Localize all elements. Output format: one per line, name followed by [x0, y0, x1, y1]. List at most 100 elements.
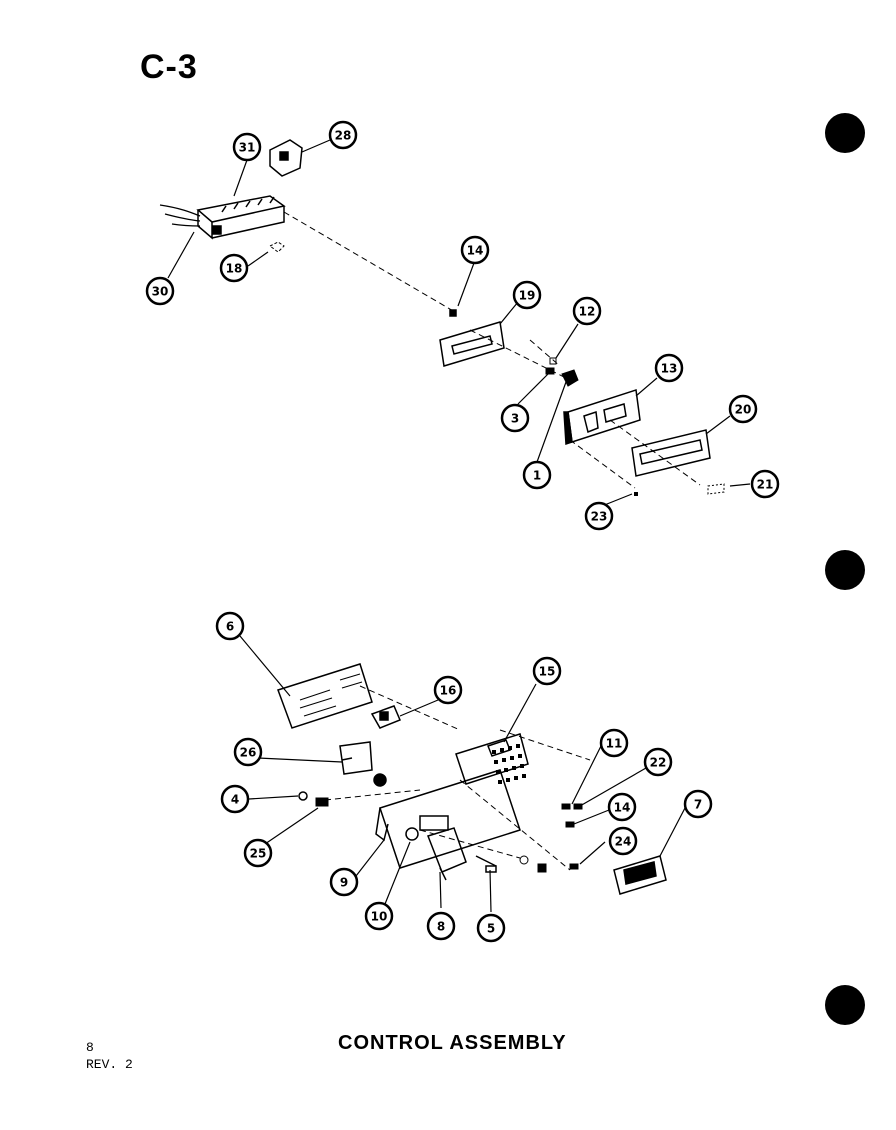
callout-number: 15: [539, 665, 556, 679]
terminal-block-part: [196, 195, 286, 240]
callout-16: 16: [433, 675, 463, 705]
wire-harness-part: [159, 204, 201, 227]
callout-number: 3: [511, 412, 519, 426]
keypad-part: [492, 744, 526, 784]
callout-14: 14: [607, 792, 637, 822]
callout-circle: [512, 280, 542, 310]
callout-21: 21: [750, 469, 780, 499]
panel-part-13: [563, 389, 641, 446]
callout-circle: [584, 501, 614, 531]
screw-part-21: [707, 483, 725, 495]
callout-8: 8: [426, 911, 456, 941]
callout-26: 26: [233, 737, 263, 767]
bracket-part-26: [339, 741, 373, 775]
label-plate-part-20: [631, 429, 711, 477]
callout-25: 25: [243, 838, 273, 868]
callout-number: 28: [335, 129, 352, 143]
callout-7: 7: [683, 789, 713, 819]
screw-part-3: [545, 357, 557, 375]
callout-11: 11: [599, 728, 629, 758]
callout-28: 28: [328, 120, 358, 150]
callout-23: 23: [584, 501, 614, 531]
callout-circle: [215, 611, 245, 641]
callout-number: 14: [467, 244, 484, 258]
callout-circle: [572, 296, 602, 326]
binder-hole-bottom: [825, 985, 865, 1025]
callout-number: 9: [340, 876, 348, 890]
relay-part-16: [370, 705, 401, 729]
callout-6: 6: [215, 611, 245, 641]
callout-circle: [233, 737, 263, 767]
nut-part: [519, 855, 547, 873]
callout-number: 21: [757, 478, 774, 492]
callout-circle: [728, 394, 758, 424]
callout-31: 31: [232, 132, 262, 162]
callout-circle: [145, 276, 175, 306]
shaft-part-5: [475, 855, 497, 873]
callout-12: 12: [572, 296, 602, 326]
binder-hole-middle: [825, 550, 865, 590]
clip-part-18: [269, 241, 285, 253]
page-number: 8: [86, 1040, 94, 1055]
spring-part-25: [315, 797, 329, 807]
callout-number: 26: [240, 746, 257, 760]
callout-13: 13: [654, 353, 684, 383]
callout-5: 5: [476, 913, 506, 943]
callout-circle: [607, 792, 637, 822]
callout-3: 3: [500, 403, 530, 433]
callout-number: 1: [533, 469, 541, 483]
callout-4: 4: [220, 784, 250, 814]
callout-9: 9: [329, 867, 359, 897]
callout-circle: [522, 460, 552, 490]
knob-part-1: [561, 369, 579, 387]
bracket-part-8: [427, 827, 467, 881]
screws-part-11-22-14-24: [561, 803, 583, 870]
callout-number: 14: [614, 801, 631, 815]
screw-part-23: [634, 492, 638, 496]
callout-number: 31: [239, 141, 256, 155]
callout-1: 1: [522, 460, 552, 490]
callout-number: 18: [226, 262, 243, 276]
callout-15: 15: [532, 656, 562, 686]
callout-circle: [683, 789, 713, 819]
washer-part-4: [298, 791, 308, 801]
diagram-caption: CONTROL ASSEMBLY: [338, 1032, 567, 1054]
callout-circle: [608, 826, 638, 856]
leader-lines: [167, 139, 751, 913]
callout-24: 24: [608, 826, 638, 856]
control-panel-frame-part-9: [373, 733, 529, 869]
callout-number: 23: [591, 510, 608, 524]
callout-number: 6: [226, 620, 234, 634]
callout-circle: [433, 675, 463, 705]
callout-circle: [243, 838, 273, 868]
callout-circle: [532, 656, 562, 686]
callout-number: 24: [615, 835, 632, 849]
callout-20: 20: [728, 394, 758, 424]
callout-number: 25: [250, 847, 267, 861]
callout-number: 12: [579, 305, 596, 319]
callout-circle: [328, 120, 358, 150]
circuit-board-part-6: [277, 663, 373, 729]
callout-number: 10: [371, 910, 388, 924]
callout-number: 22: [650, 756, 667, 770]
callout-circle: [426, 911, 456, 941]
callout-circle: [643, 747, 673, 777]
callout-number: 5: [487, 922, 495, 936]
callout-22: 22: [643, 747, 673, 777]
callout-circle: [460, 235, 490, 265]
callout-number: 13: [661, 362, 678, 376]
revision-label: REV. 2: [86, 1057, 133, 1072]
callout-circle: [329, 867, 359, 897]
callout-10: 10: [364, 901, 394, 931]
callout-circle: [654, 353, 684, 383]
callout-number: 11: [606, 737, 623, 751]
callout-circle: [232, 132, 262, 162]
callout-circle: [364, 901, 394, 931]
callout-14: 14: [460, 235, 490, 265]
callout-number: 16: [440, 684, 457, 698]
callout-number: 20: [735, 403, 752, 417]
callout-circle: [476, 913, 506, 943]
